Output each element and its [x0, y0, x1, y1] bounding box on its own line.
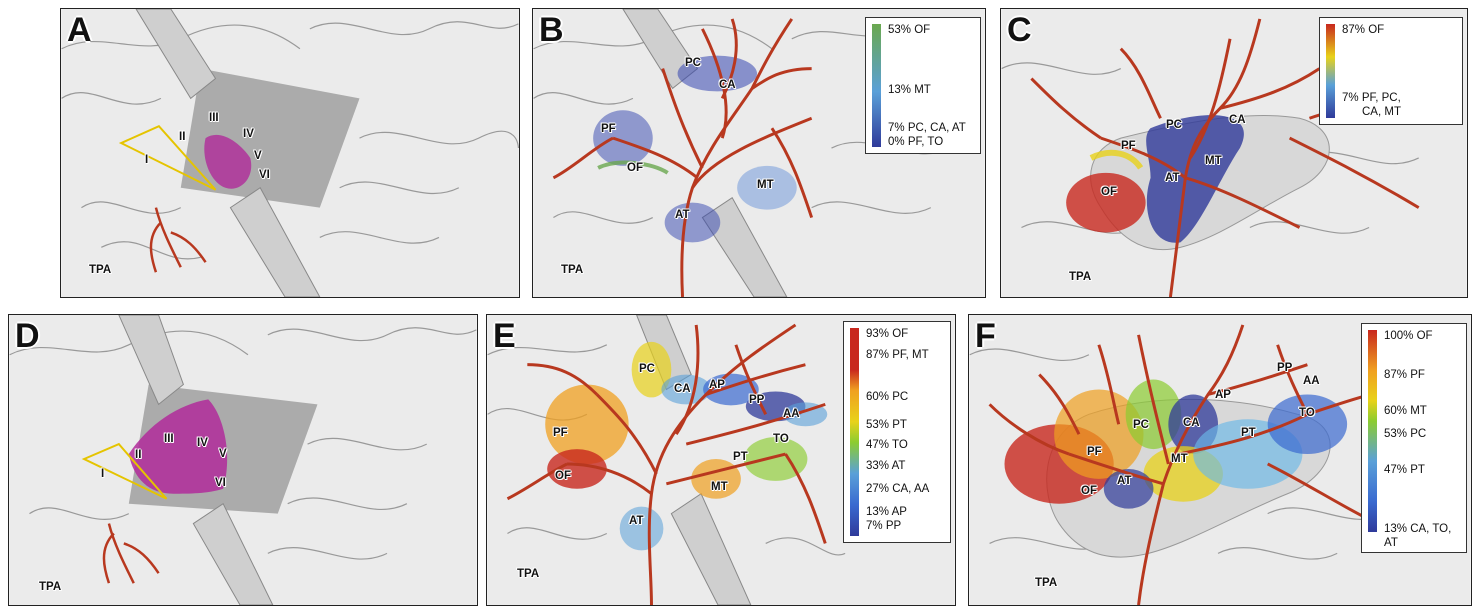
label-PC: PC: [685, 57, 701, 69]
label-CA: CA: [1229, 114, 1246, 126]
panel-f: F PP AA AP TO PC CA PT PF MT AT OF TPA 1…: [968, 314, 1472, 606]
label-V: V: [219, 448, 227, 460]
label-MT: MT: [1205, 155, 1222, 167]
label-II: II: [179, 131, 186, 143]
color-scale-bar: [850, 328, 859, 536]
label-TPA: TPA: [39, 581, 62, 593]
label-III: III: [209, 112, 219, 124]
label-II: II: [135, 449, 142, 461]
legend-entry: 13% MT: [888, 84, 931, 96]
label-PF: PF: [553, 427, 568, 439]
panel-e: E PC CA AP PP AA TO PF PT OF MT AT TPA 9…: [486, 314, 956, 606]
legend-entry: 93% OF: [866, 328, 909, 340]
label-PP: PP: [749, 394, 765, 406]
legend-entry: 87% PF, MT: [866, 349, 929, 361]
color-scale-bar: [1326, 24, 1335, 118]
legend-entry: 13% AP: [866, 506, 907, 518]
label-AT: AT: [675, 209, 690, 221]
panel-a: A I II III IV V VI TPA: [60, 8, 520, 298]
panel-d: D I II III IV V VI TPA: [8, 314, 478, 606]
label-PF: PF: [601, 123, 616, 135]
label-PP: PP: [1277, 362, 1293, 374]
label-PT: PT: [733, 451, 748, 463]
panel-b: B PC CA PF OF MT AT TPA 53% OF 13% MT 7%…: [532, 8, 986, 298]
label-AT: AT: [1165, 172, 1180, 184]
label-AT: AT: [629, 515, 644, 527]
label-VI: VI: [215, 477, 226, 489]
legend-entry: AT: [1384, 537, 1398, 549]
brain-illustration-d: [9, 315, 477, 605]
label-AA: AA: [1303, 375, 1320, 387]
label-OF: OF: [1081, 485, 1097, 497]
brain-illustration-a: [61, 9, 519, 297]
legend-entry: 7% PF, PC,: [1342, 92, 1401, 104]
label-MT: MT: [757, 179, 774, 191]
label-TPA: TPA: [517, 568, 540, 580]
legend-entry: 87% OF: [1342, 24, 1385, 36]
panel-letter: D: [15, 317, 40, 355]
label-PF: PF: [1121, 140, 1136, 152]
label-OF: OF: [555, 470, 571, 482]
label-IV: IV: [197, 437, 208, 449]
legend-entry: 100% OF: [1384, 330, 1433, 342]
label-PC: PC: [1133, 419, 1149, 431]
legend-entry: CA, MT: [1362, 106, 1401, 118]
label-TPA: TPA: [1035, 577, 1058, 589]
legend-b: 53% OF 13% MT 7% PC, CA, AT 0% PF, TO: [865, 17, 981, 154]
label-CA: CA: [1183, 417, 1200, 429]
label-III: III: [164, 433, 174, 445]
legend-entry: 53% PT: [866, 419, 907, 431]
label-PC: PC: [639, 363, 655, 375]
label-AA: AA: [783, 408, 800, 420]
legend-c: 87% OF 7% PF, PC, CA, MT: [1319, 17, 1463, 125]
legend-entry: 60% PC: [866, 391, 909, 403]
label-PF: PF: [1087, 446, 1102, 458]
legend-entry: 47% TO: [866, 439, 908, 451]
label-OF: OF: [1101, 186, 1117, 198]
legend-entry: 60% MT: [1384, 405, 1427, 417]
label-MT: MT: [711, 481, 728, 493]
panel-c: C PC CA PF MT OF AT TPA 87% OF 7% PF, PC…: [1000, 8, 1468, 298]
panel-letter: E: [493, 317, 516, 355]
label-CA: CA: [719, 79, 736, 91]
label-AP: AP: [709, 379, 725, 391]
legend-entry: 0% PF, TO: [888, 136, 944, 148]
panel-letter: B: [539, 11, 564, 49]
label-AP: AP: [1215, 389, 1231, 401]
label-V: V: [254, 150, 262, 162]
label-TO: TO: [773, 433, 789, 445]
legend-entry: 87% PF: [1384, 369, 1425, 381]
legend-entry: 13% CA, TO,: [1384, 523, 1452, 535]
panel-letter: A: [67, 11, 92, 49]
legend-entry: 7% PP: [866, 520, 902, 532]
label-MT: MT: [1171, 453, 1188, 465]
label-VI: VI: [259, 169, 270, 181]
label-TPA: TPA: [89, 264, 112, 276]
label-OF: OF: [627, 162, 643, 174]
legend-entry: 33% AT: [866, 460, 906, 472]
label-TPA: TPA: [561, 264, 584, 276]
label-AT: AT: [1117, 475, 1132, 487]
panel-letter: F: [975, 317, 996, 355]
label-TO: TO: [1299, 407, 1315, 419]
legend-entry: 27% CA, AA: [866, 483, 930, 495]
panel-letter: C: [1007, 11, 1032, 49]
color-scale-bar: [1368, 330, 1377, 532]
label-I: I: [101, 468, 105, 480]
label-CA: CA: [674, 383, 691, 395]
label-TPA: TPA: [1069, 271, 1092, 283]
legend-e: 93% OF 87% PF, MT 60% PC 53% PT 47% TO 3…: [843, 321, 951, 543]
legend-f: 100% OF 87% PF 60% MT 53% PC 47% PT 13% …: [1361, 323, 1467, 553]
brain-illustration-c: [1001, 9, 1467, 297]
color-scale-bar: [872, 24, 881, 147]
label-PC: PC: [1166, 119, 1182, 131]
label-I: I: [145, 154, 149, 166]
label-IV: IV: [243, 128, 254, 140]
legend-entry: 7% PC, CA, AT: [888, 122, 966, 134]
label-PT: PT: [1241, 427, 1256, 439]
legend-entry: 53% PC: [1384, 428, 1427, 440]
legend-entry: 47% PT: [1384, 464, 1425, 476]
legend-entry: 53% OF: [888, 24, 931, 36]
